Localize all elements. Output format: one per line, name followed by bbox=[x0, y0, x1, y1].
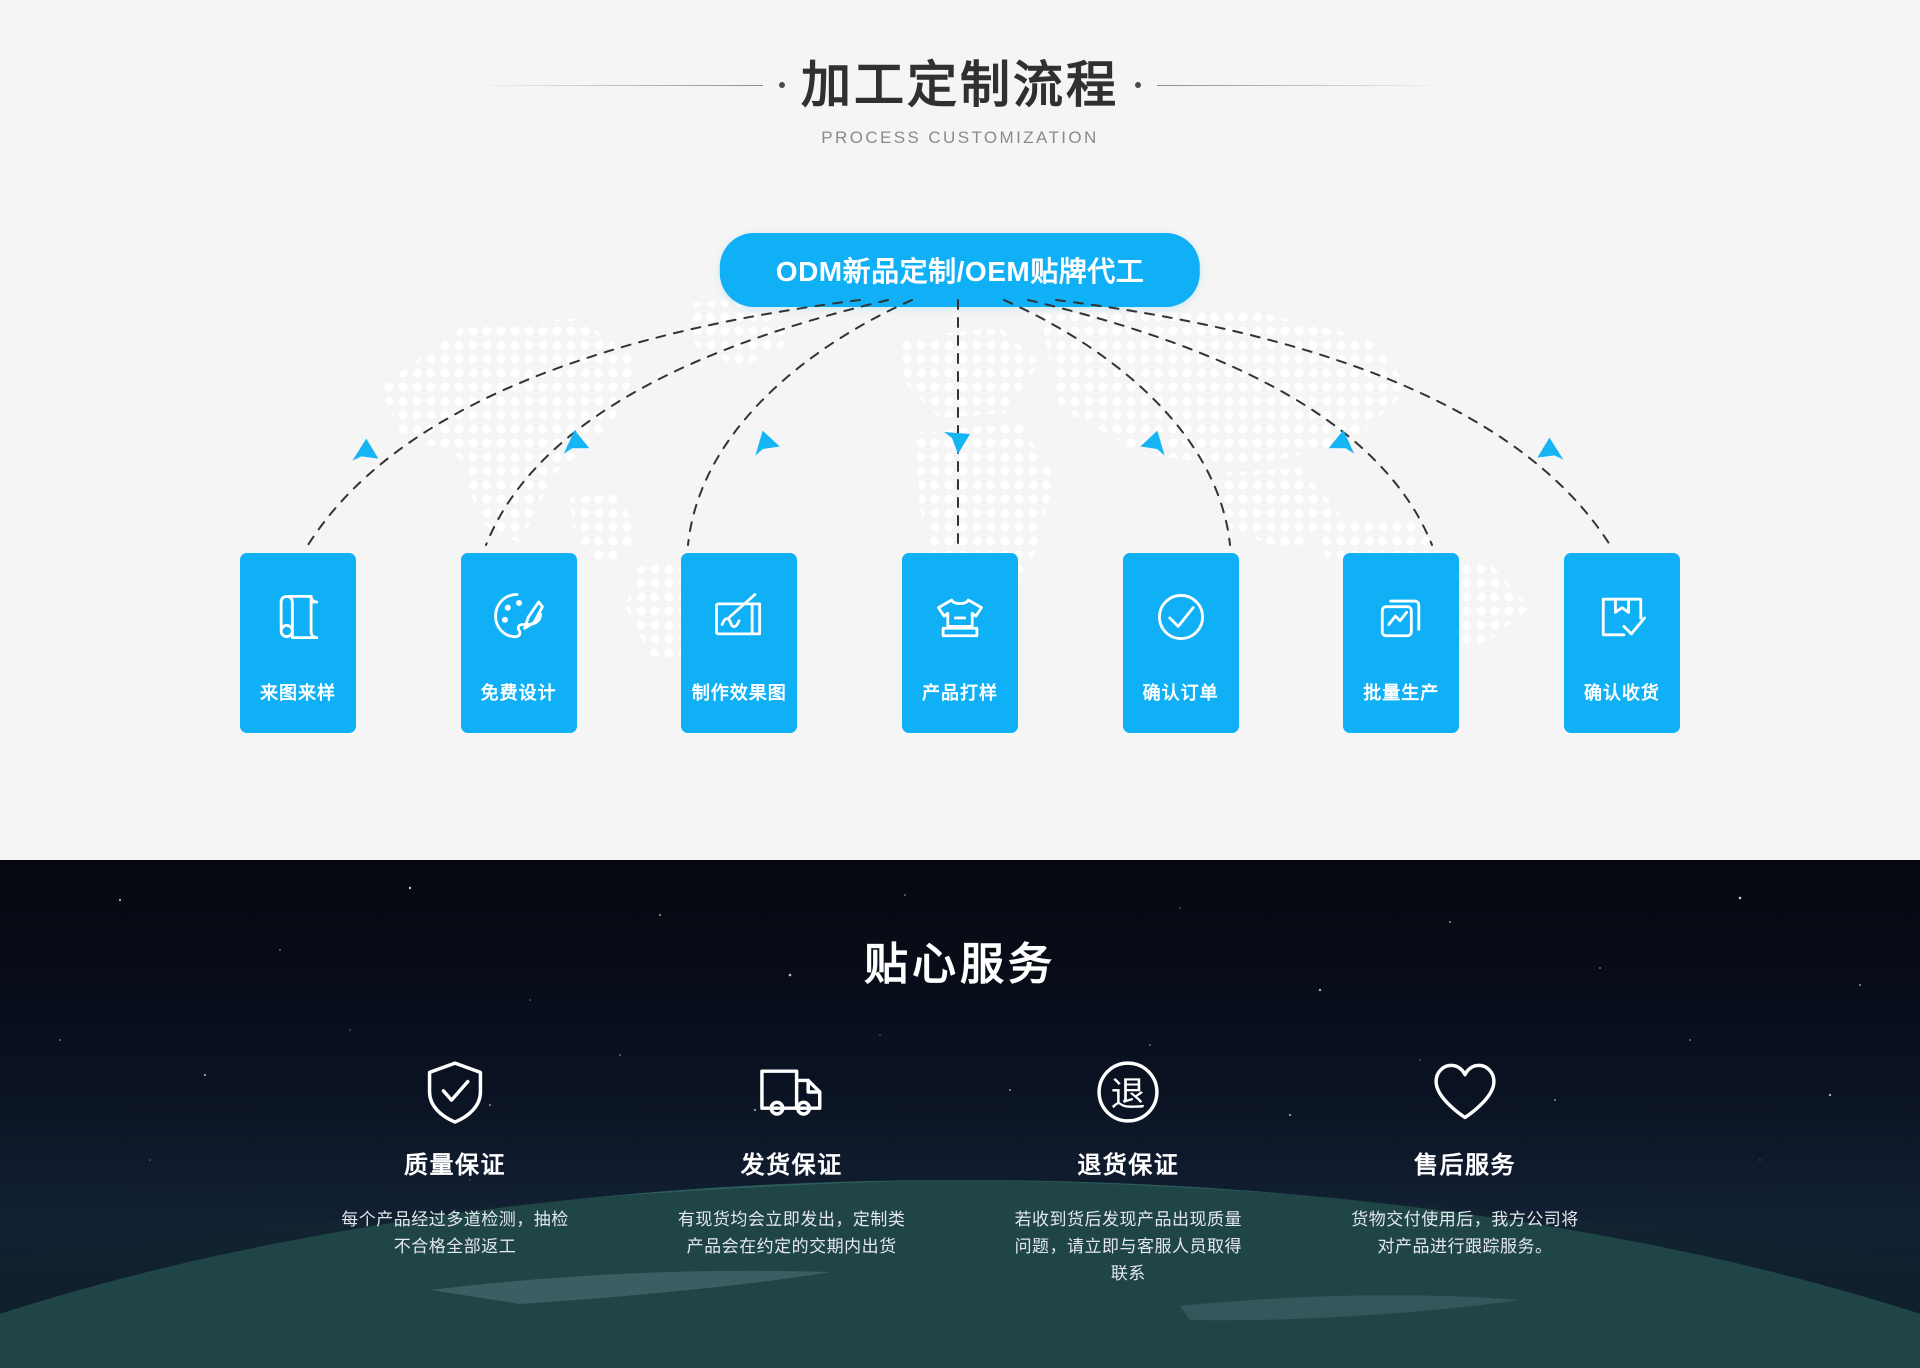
process-step-card[interactable]: 批量生产 bbox=[1343, 553, 1460, 733]
process-step-card[interactable]: 产品打样 bbox=[901, 553, 1018, 733]
service-name: 退货保证 bbox=[1077, 1152, 1180, 1179]
service-name: 售后服务 bbox=[1413, 1152, 1516, 1179]
heading-rule-left bbox=[473, 84, 763, 86]
shield-check-icon bbox=[427, 1061, 483, 1124]
service-description: 若收到货后发现产品出现质量问题，请立即与客服人员取得联系 bbox=[1014, 1210, 1243, 1284]
stacked-charts-icon bbox=[1381, 599, 1421, 638]
page-subtitle: PROCESS CUSTOMIZATION bbox=[821, 128, 1099, 147]
process-step-label: 免费设计 bbox=[480, 683, 557, 703]
heading-dot-left bbox=[779, 82, 785, 88]
process-step-label: 产品打样 bbox=[921, 683, 998, 703]
process-steps-list: 来图来样 免费设计 bbox=[240, 553, 1680, 733]
services-list: 质量保证 每个产品经过多道检测，抽检不合格全部返工 发货保证 有现货均会立即发出… bbox=[330, 1055, 1590, 1288]
process-step-card[interactable]: 确认收货 bbox=[1563, 553, 1680, 733]
heading-row: 加工定制流程 bbox=[473, 58, 1447, 112]
garment-sample-icon bbox=[937, 598, 983, 638]
service-description: 有现货均会立即发出，定制类产品会在约定的交期内出货 bbox=[677, 1210, 906, 1257]
service-name: 发货保证 bbox=[740, 1152, 843, 1179]
section-heading: 加工定制流程 PROCESS CUSTOMIZATION bbox=[0, 58, 1920, 148]
service-description: 货物交付使用后，我方公司将对产品进行跟踪服务。 bbox=[1351, 1210, 1579, 1257]
service-item: 质量保证 每个产品经过多道检测，抽检不合格全部返工 bbox=[330, 1055, 580, 1288]
service-item: 售后服务 货物交付使用后，我方公司将对产品进行跟踪服务。 bbox=[1340, 1055, 1590, 1288]
service-description: 每个产品经过多道检测，抽检不合格全部返工 bbox=[341, 1210, 569, 1257]
process-step-label: 确认收货 bbox=[1583, 683, 1660, 703]
palette-brush-icon bbox=[493, 593, 544, 639]
page-title: 加工定制流程 bbox=[801, 57, 1119, 113]
blueprint-scroll-icon bbox=[279, 594, 319, 640]
odm-oem-badge: ODM新品定制/OEM贴牌代工 bbox=[719, 233, 1201, 307]
service-item: 退 退货保证 若收到货后发现产品出现质量问题，请立即与客服人员取得联系 bbox=[1003, 1055, 1253, 1288]
process-customization-section: 加工定制流程 PROCESS CUSTOMIZATION ODM新品定制/OEM… bbox=[0, 58, 1920, 733]
box-check-icon bbox=[1601, 597, 1646, 637]
space-earth-background bbox=[0, 860, 1920, 1368]
process-step-label: 批量生产 bbox=[1363, 683, 1440, 703]
return-circle-icon: 退 bbox=[1097, 1061, 1159, 1123]
services-section: 贴心服务 质量保证 每个产品经过多道检测，抽检不合格全部返工 发货保 bbox=[0, 860, 1920, 1368]
delivery-truck-icon bbox=[759, 1069, 822, 1116]
heading-dot-right bbox=[1135, 82, 1141, 88]
service-item: 发货保证 有现货均会立即发出，定制类产品会在约定的交期内出货 bbox=[667, 1055, 917, 1288]
drawing-tablet-icon bbox=[715, 593, 762, 636]
process-step-card[interactable]: 免费设计 bbox=[460, 553, 577, 733]
process-step-card[interactable]: 制作效果图 bbox=[681, 553, 798, 733]
process-step-card[interactable]: 来图来样 bbox=[240, 553, 356, 733]
check-circle-icon bbox=[1157, 594, 1204, 640]
svg-text:退: 退 bbox=[1111, 1076, 1146, 1114]
process-step-label: 制作效果图 bbox=[691, 683, 787, 703]
heart-icon bbox=[1434, 1063, 1496, 1120]
service-name: 质量保证 bbox=[404, 1152, 506, 1179]
services-title: 贴心服务 bbox=[864, 940, 1056, 989]
process-step-label: 来图来样 bbox=[260, 683, 336, 703]
process-step-card[interactable]: 确认订单 bbox=[1122, 553, 1239, 733]
process-step-label: 确认订单 bbox=[1142, 683, 1219, 703]
heading-rule-right bbox=[1157, 84, 1447, 86]
